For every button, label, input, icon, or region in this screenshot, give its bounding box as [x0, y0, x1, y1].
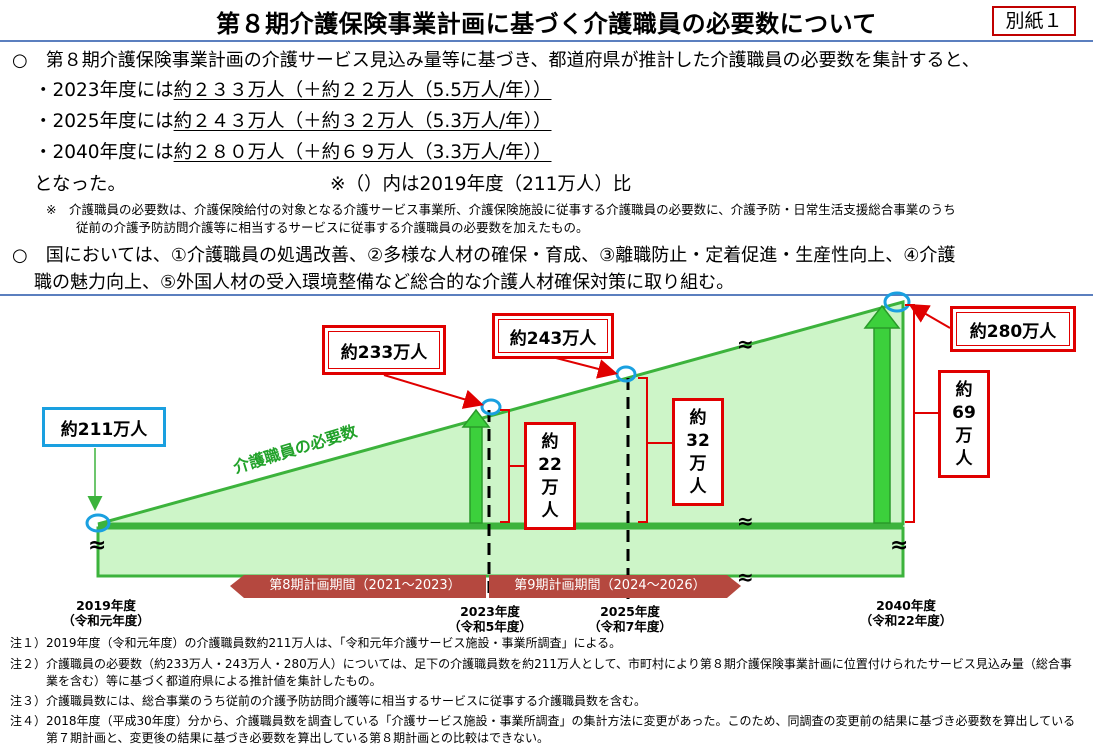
summary-item-value: 約２８０万人（＋約６９万人（3.3万人/年））	[173, 142, 552, 163]
increment-text: 万	[955, 426, 973, 446]
pointer-2023	[383, 374, 484, 409]
callout-2019-text: 約211万人	[60, 419, 148, 440]
asterisk-note-line1: ※ 介護職員の必要数は、介護保険給付の対象となる介護サービス事業所、介護保険施設…	[46, 202, 956, 217]
point-2023	[480, 398, 502, 416]
increment-text: 22	[538, 455, 562, 475]
policy-line2: 職の魅力向上、⑤外国人材の受入環境整備など総合的な介護人材確保対策に取り組む。	[34, 272, 735, 293]
increase-arrow-2040	[863, 304, 901, 524]
increment-text: 約	[955, 380, 973, 400]
summary-item-2025: ・2025年度には約２４３万人（＋約３２万人（5.3万人/年））	[34, 107, 552, 133]
x-label-year: 2040年度	[876, 598, 936, 613]
callout-2025: 約243万人	[492, 313, 614, 359]
x-label-era: （令和7年度）	[588, 619, 672, 634]
callout-2040-text: 約280万人	[969, 321, 1057, 342]
base-band	[96, 526, 905, 578]
bracket-2040	[905, 304, 915, 523]
x-label-year: 2025年度	[600, 604, 660, 619]
point-2040	[883, 291, 911, 313]
x-label-2023: 2023年度 （令和5年度）	[440, 604, 540, 634]
increment-text: 69	[952, 403, 976, 423]
increment-text: 人	[689, 477, 707, 497]
x-label-2040: 2040年度 （令和22年度）	[856, 598, 956, 628]
callout-2040: 約280万人	[950, 306, 1076, 352]
increment-text: 約	[541, 432, 559, 452]
summary-item-2023: ・2023年度には約２３３万人（＋約２２万人（5.5万人/年））	[34, 76, 552, 102]
summary-item-prefix: ・2040年度には	[34, 142, 174, 163]
break-mark-2019: ≈	[88, 533, 106, 558]
callout-2023: 約233万人	[322, 325, 446, 375]
x-label-2025: 2025年度 （令和7年度）	[580, 604, 680, 634]
x-label-era: （令和22年度）	[859, 613, 953, 628]
summary-item-value: 約２３３万人（＋約２２万人（5.5万人/年））	[173, 80, 552, 101]
summary-item-prefix: ・2025年度には	[34, 111, 174, 132]
break-mark-bottom: ≈	[737, 565, 754, 589]
summary-item-prefix: ・2023年度には	[34, 80, 174, 101]
break-mark-top: ≈	[737, 332, 754, 356]
increment-text: 約	[689, 408, 707, 428]
policy-line1: ○ 国においては、①介護職員の処遇改善、②多様な人材の確保・育成、③離職防止・定…	[12, 245, 956, 266]
footnote-2: 注２）介護職員の必要数（約233万人・243万人・280万人）については、足下の…	[10, 657, 1072, 671]
x-label-year: 2019年度	[76, 598, 136, 613]
period-label-9: 第9期計画期間（2024～2026）	[514, 578, 706, 593]
footnote-2-cont: 業を含む）等に基づく都道府県による推計値を集計したもの。	[10, 674, 382, 688]
increment-text: 万	[541, 478, 559, 498]
callout-2025-text: 約243万人	[509, 328, 597, 349]
pointer-2025	[555, 357, 618, 379]
baseline-note: ※（）内は2019年度（211万人）比	[330, 174, 632, 195]
footnote-4-cont: 第７期計画と、変更後の結果に基づき必要数を算出している第８期計画との比較はできな…	[10, 731, 550, 745]
footnote-1: 注１）2019年度（令和元年度）の介護職員数約211万人は、「令和元年介護サービ…	[10, 636, 622, 650]
increment-text: 人	[541, 501, 559, 521]
increment-text: 人	[955, 449, 973, 469]
callout-2019: 約211万人	[42, 407, 166, 447]
footnote-4: 注４）2018年度（平成30年度）分から、介護職員数を調査している「介護サービス…	[10, 714, 1076, 728]
break-mark-2040: ≈	[890, 533, 908, 558]
period-label-8: 第8期計画期間（2021～2023）	[269, 578, 461, 593]
increase-arrow-2023	[461, 408, 491, 524]
pointer-2040	[908, 303, 951, 329]
x-label-era: （令和元年度）	[62, 613, 150, 628]
page-title: 第８期介護保険事業計画に基づく介護職員の必要数について	[216, 10, 877, 38]
increment-text: 32	[686, 431, 710, 451]
increment-2040: 約 69 万 人	[938, 370, 990, 478]
period-arrow-8	[230, 575, 486, 598]
top-divider	[0, 40, 1093, 42]
summary-item-value: 約２４３万人（＋約３２万人（5.3万人/年））	[173, 111, 552, 132]
x-label-year: 2023年度	[460, 604, 520, 619]
increment-2023: 約 22 万 人	[524, 422, 576, 530]
summary-intro: ○ 第８期介護保険事業計画の介護サービス見込み量等に基づき、都道府県が推計した介…	[12, 50, 980, 71]
x-label-2019: 2019年度 （令和元年度）	[58, 598, 154, 628]
break-mark-mid: ≈	[737, 509, 754, 533]
period-arrow-9	[489, 575, 741, 598]
callout-2023-text: 約233万人	[340, 342, 428, 363]
figure-divider	[0, 294, 1093, 296]
point-2019	[85, 513, 111, 533]
increment-text: 万	[689, 454, 707, 474]
bracket-2025	[638, 377, 648, 523]
summary-item-2040: ・2040年度には約２８０万人（＋約６９万人（3.3万人/年））	[34, 138, 552, 164]
summary-conclusion: となった。	[34, 174, 126, 195]
asterisk-note-line2: 従前の介護予防訪問介護等に相当するサービスに従事する介護職員の必要数を加えたもの…	[76, 220, 589, 235]
attachment-label: 別紙１	[992, 6, 1076, 36]
footnote-3: 注３）介護職員数には、総合事業のうち従前の介護予防訪問介護等に相当するサービスに…	[10, 694, 647, 708]
increment-2025: 約 32 万 人	[672, 398, 724, 506]
x-label-era: （令和5年度）	[448, 619, 532, 634]
